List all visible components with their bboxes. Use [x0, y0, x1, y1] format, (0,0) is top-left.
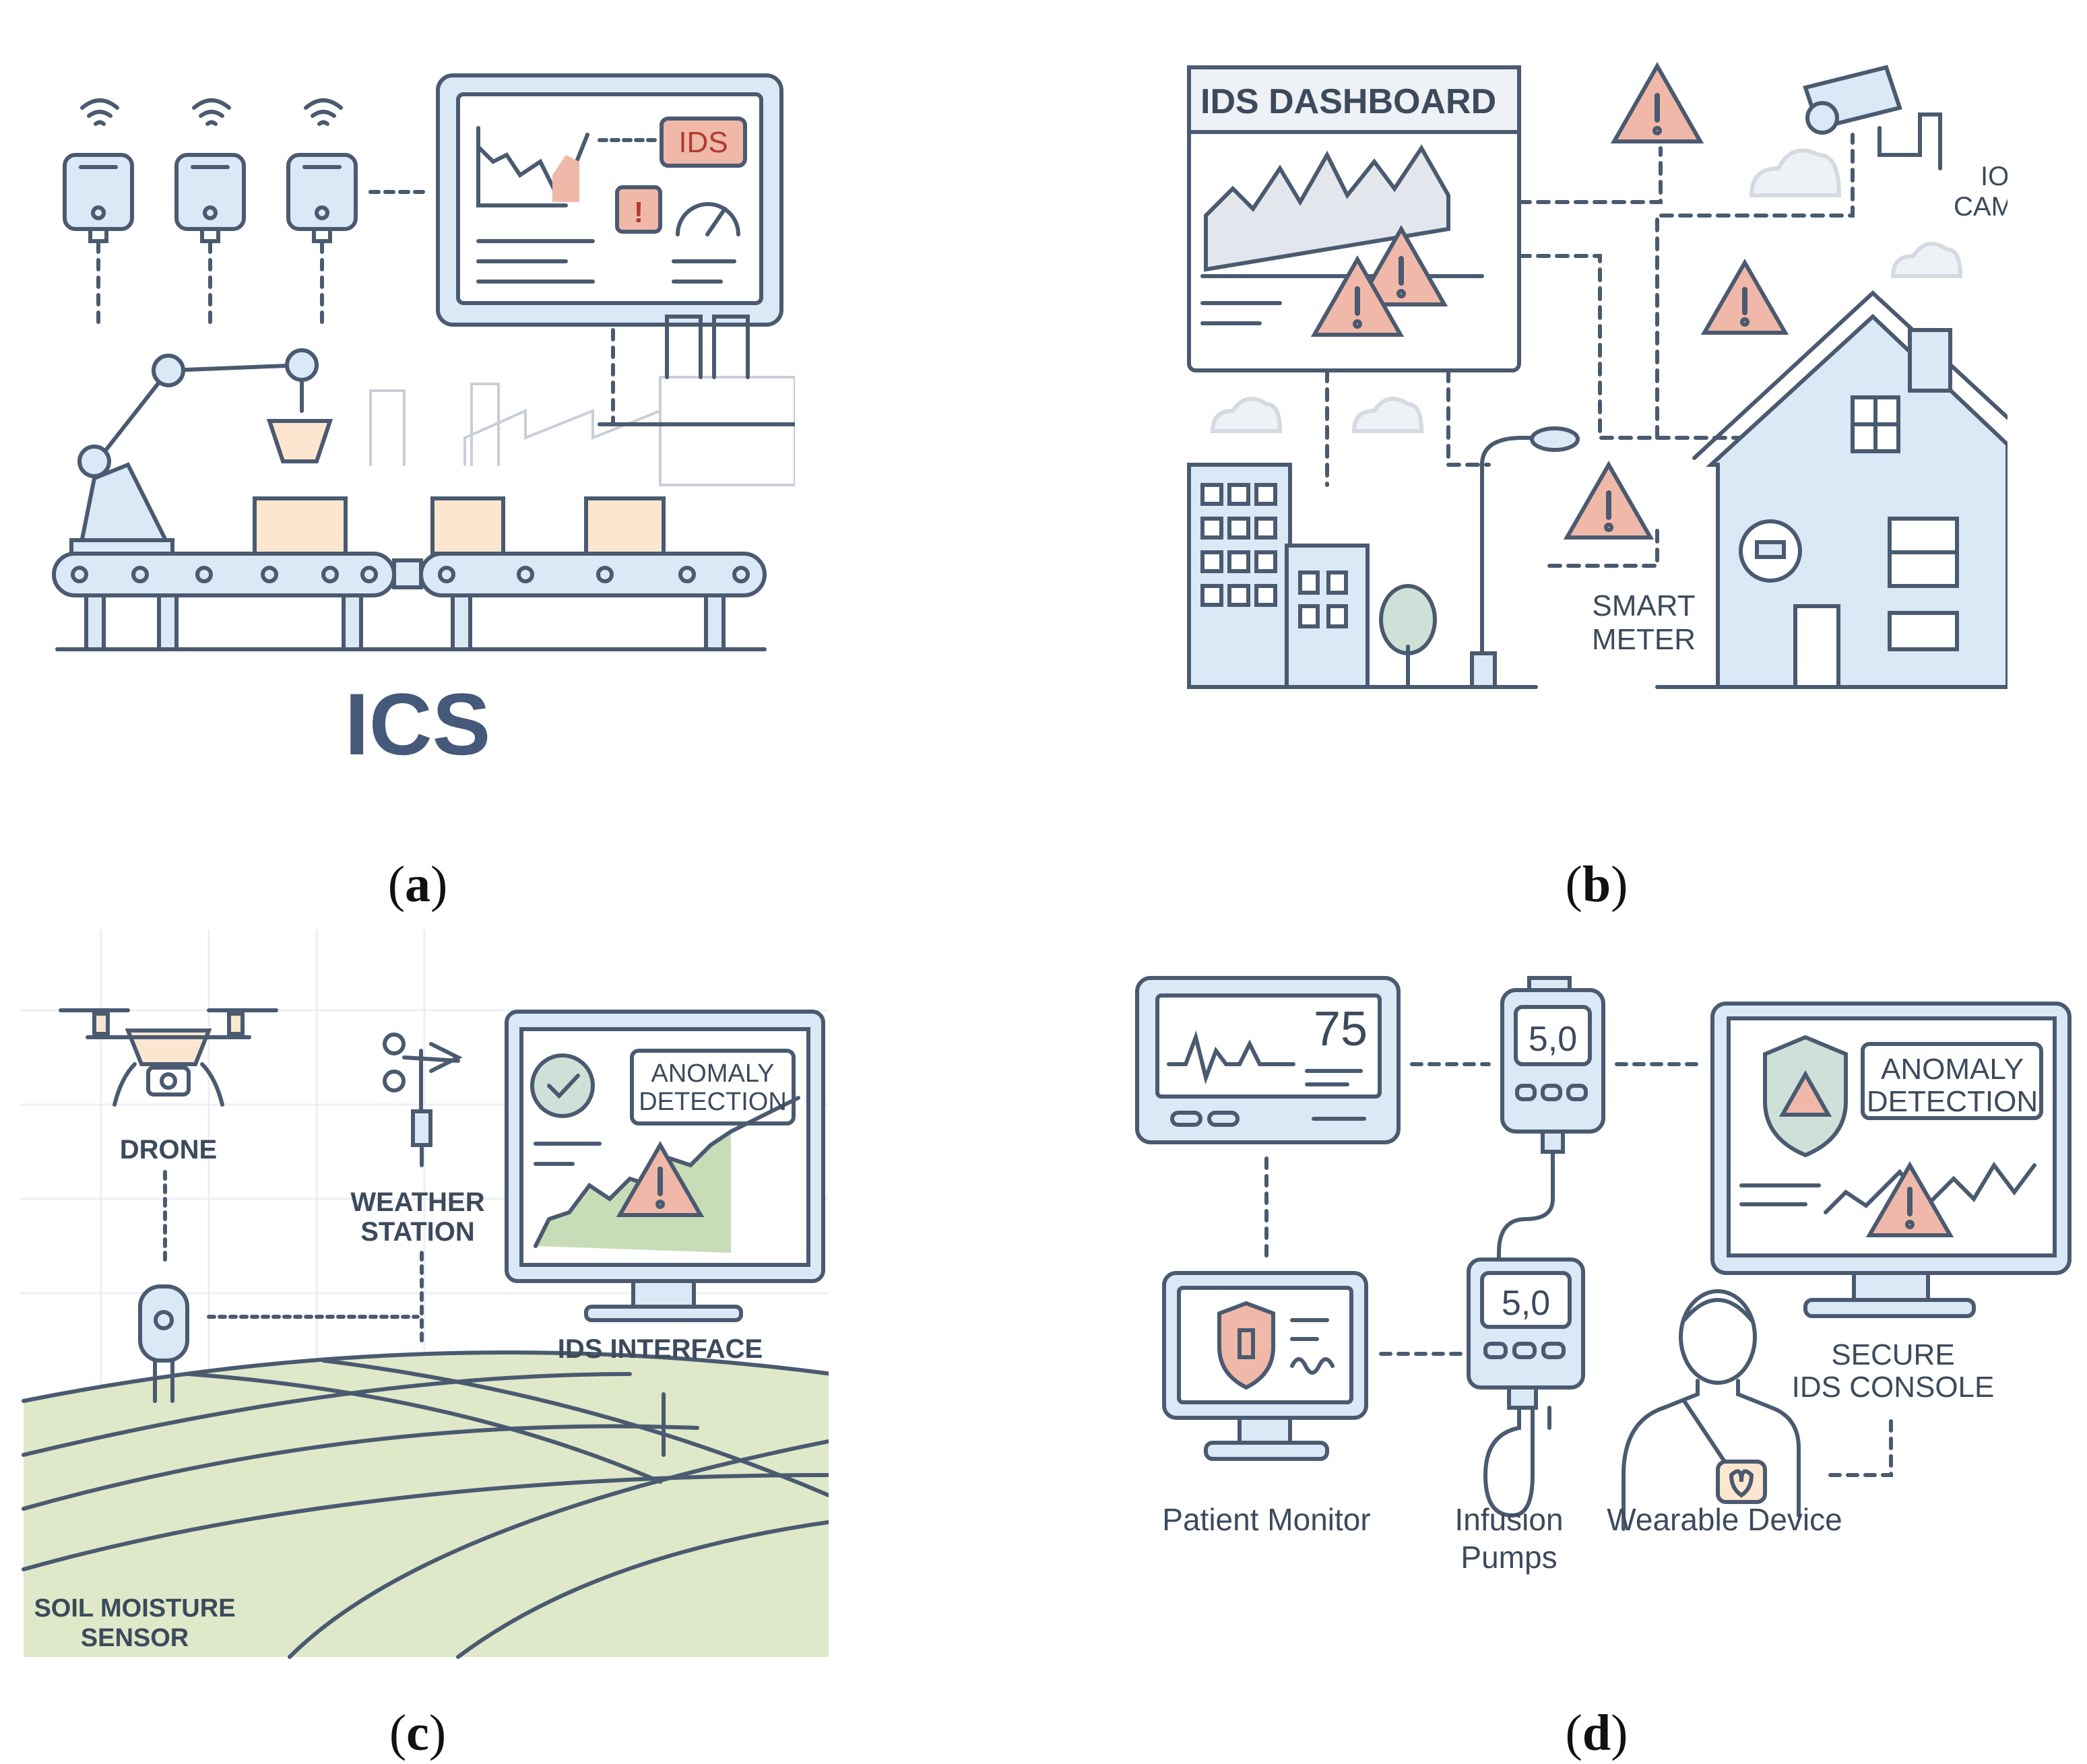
smart-city-illustration: IDS DASHBOARD IO CAM SMART METER	[1187, 61, 2008, 689]
secure-console-label-1: SECURE	[1831, 1338, 1954, 1371]
street-lamp	[1470, 426, 1580, 689]
panel-c-agriculture: DRONE WEATHER STATION ANOMALY DETECTION …	[20, 929, 829, 1670]
package-box-1	[253, 496, 348, 556]
anomaly-label-2: DETECTION	[639, 1088, 787, 1116]
ids-monitor	[436, 73, 783, 426]
ids-badge-text: IDS	[678, 126, 728, 159]
ics-title: ICS	[345, 675, 491, 773]
smart-house	[1655, 290, 2008, 689]
console-anomaly-label-1: ANOMALY	[1881, 1053, 2024, 1086]
anomaly-label-1: ANOMALY	[651, 1059, 774, 1088]
heart-rate-value: 75	[1314, 1002, 1368, 1056]
drone-label: DRONE	[120, 1135, 217, 1165]
smart-meter-label-2: METER	[1592, 623, 1696, 656]
network-links	[1325, 133, 1878, 568]
secure-ids-console	[1710, 1002, 2072, 1477]
soil-sensor-label-1: SOIL MOISTURE	[34, 1594, 235, 1623]
wireless-sensor-1	[63, 98, 134, 332]
patient-monitor	[1162, 1271, 1464, 1461]
console-anomaly-label-2: DETECTION	[1867, 1085, 2038, 1118]
cloud-icons	[1210, 148, 1963, 433]
ids-interface-label: IDS INTERFACE	[558, 1334, 763, 1364]
ics-illustration: IDS ! ICS	[52, 73, 795, 773]
secure-console-label-2: IDS CONSOLE	[1792, 1371, 1995, 1404]
wireless-sensor-3	[286, 98, 358, 332]
caption-b: (b)	[1565, 856, 1628, 913]
infusion-pumps-label-2: Pumps	[1460, 1540, 1557, 1575]
drone-icon	[59, 1008, 278, 1268]
caption-c: (c)	[389, 1705, 447, 1761]
wearable-device-person	[1622, 1289, 1801, 1531]
iot-camera	[1803, 65, 1942, 170]
panel-b-smart-city: IDS DASHBOARD IO CAM SMART METER	[1186, 54, 2008, 700]
patient-monitor-label: Patient Monitor	[1162, 1502, 1370, 1537]
package-box-2	[430, 496, 505, 556]
tree-icon	[1379, 584, 1437, 689]
soil-moisture-sensor-icon	[138, 1284, 420, 1403]
infusion-pumps-label-1: Infusion	[1454, 1502, 1563, 1537]
crop-field	[22, 1350, 829, 1659]
infusion-pump-top	[1497, 976, 1700, 1295]
camera-label-2: CAM	[1954, 192, 2008, 222]
pump-reading-top: 5,0	[1529, 1020, 1577, 1059]
panel-d-healthcare: 75 5,0 5,0 ANOMALY DETECTION SECURE IDS …	[1132, 963, 2075, 1583]
weather-station-label-2: STATION	[360, 1217, 475, 1247]
alert-icon: !	[634, 196, 644, 229]
soil-sensor-label-2: SENSOR	[81, 1624, 189, 1652]
caption-d: (d)	[1565, 1705, 1628, 1761]
pump-reading-bottom: 5,0	[1502, 1284, 1550, 1323]
agriculture-illustration: DRONE WEATHER STATION ANOMALY DETECTION …	[20, 929, 829, 1659]
smart-meter-label-1: SMART	[1592, 589, 1695, 622]
conveyor-belt	[52, 552, 767, 651]
caption-a: (a)	[387, 856, 448, 913]
ids-interface-monitor	[505, 1010, 825, 1457]
weather-station-icon	[383, 1033, 463, 1349]
wearable-device-label: Wearable Device	[1607, 1502, 1842, 1537]
package-box-3	[584, 496, 666, 556]
panel-a-ics: IDS ! ICS	[40, 61, 795, 775]
wireless-sensor-2	[174, 98, 246, 332]
robot-arm	[69, 348, 333, 556]
camera-label-1: IO	[1981, 162, 2008, 191]
healthcare-illustration: 75 5,0 5,0 ANOMALY DETECTION SECURE IDS …	[1135, 976, 2072, 1575]
factory-silhouette	[369, 315, 795, 486]
weather-station-label-1: WEATHER	[350, 1187, 484, 1217]
dashboard-title: IDS DASHBOARD	[1200, 82, 1496, 121]
city-buildings	[1187, 463, 1370, 689]
infusion-pump-bottom	[1467, 1257, 1585, 1518]
vital-signs-monitor	[1135, 976, 1491, 1262]
